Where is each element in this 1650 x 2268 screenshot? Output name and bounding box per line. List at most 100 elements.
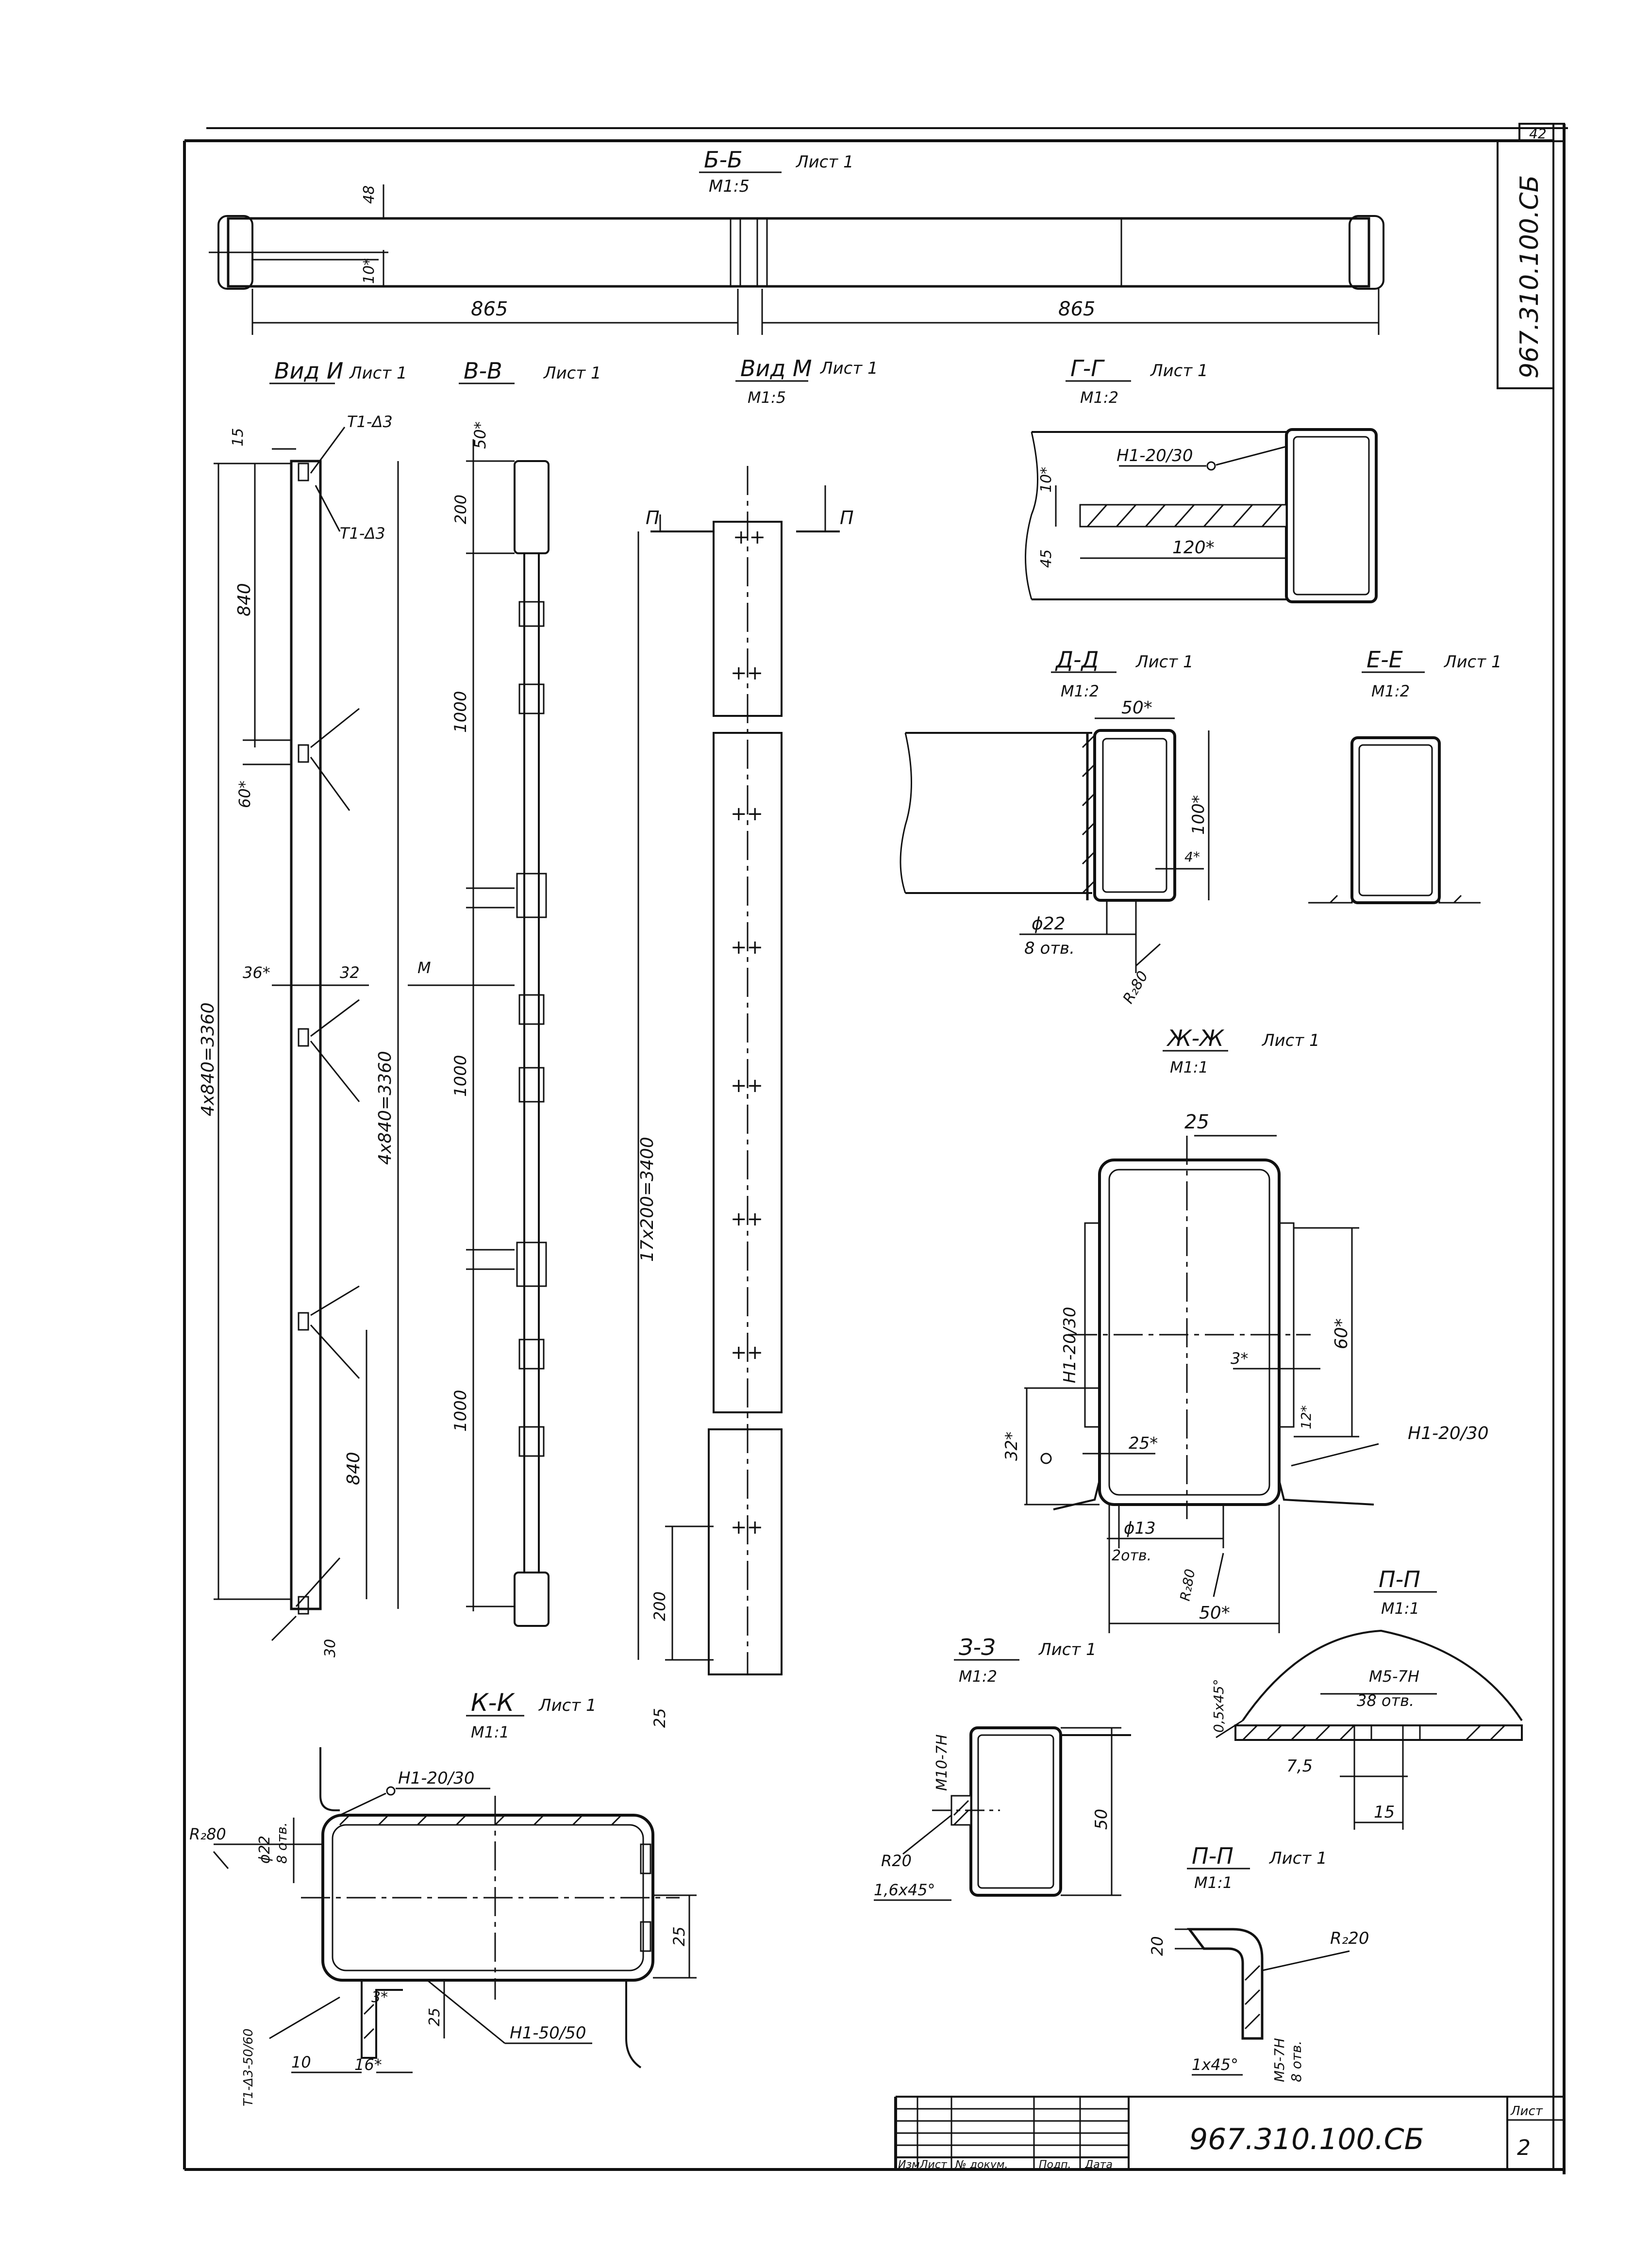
view-title: З-З <box>959 1634 996 1660</box>
radius: R₂20 <box>1330 1929 1369 1948</box>
title-block: Изм Лист № докум. Подп. Дата 967.310.100… <box>894 2096 1564 2171</box>
view-title: Д-Д <box>1055 646 1099 673</box>
view-vid-m: Вид М Лист 1 М1:5 П П ++ ++ ++ ++ ++ ++ … <box>637 355 878 1728</box>
dim-4: 4* <box>1184 849 1200 865</box>
hole-mark: ++ <box>731 662 763 684</box>
dim-10: 10* <box>1038 467 1055 493</box>
view-scale: М1:2 <box>1080 388 1118 407</box>
cut-p-left: П <box>646 507 660 529</box>
dim-15: 15 <box>230 428 247 447</box>
view-title: Б-Б <box>704 147 743 173</box>
corner-number: 42 <box>1529 126 1547 142</box>
section-gg: Г-Г Лист 1 М1:2 Н1-20/30 10* 45 120* <box>1025 355 1378 603</box>
dim-1000b: 1000 <box>451 1055 470 1097</box>
arrow-m: М <box>417 959 431 977</box>
dim-total: 4х840=3360 <box>198 1002 218 1116</box>
weld-note: Н1-20/30 <box>1117 446 1193 465</box>
view-title: Ж-Ж <box>1166 1025 1225 1051</box>
hole-mark: ++ <box>731 1516 763 1539</box>
hole-mark: ++ <box>731 1208 763 1230</box>
dim-1000c: 1000 <box>451 1390 470 1432</box>
dim-840b: 840 <box>344 1452 364 1485</box>
sheet-frame: 42 967.310.100.СБ <box>183 123 1568 2174</box>
weld-t1-d3-a: Т1-Δ3 <box>347 413 393 431</box>
dim-865-right: 865 <box>1058 298 1095 320</box>
dim-200: 200 <box>451 495 470 524</box>
weld-left: Т1-Δ3-50/60 <box>241 2029 256 2106</box>
dim-50: 50* <box>1121 698 1152 718</box>
dim-32: 32 <box>340 963 360 982</box>
col-list: Лист <box>919 2159 948 2171</box>
dim-36: 36* <box>243 963 270 982</box>
dim-total: 17х200=3400 <box>637 1137 657 1262</box>
radius: R₂80 <box>1120 968 1152 1007</box>
view-scale: М1:2 <box>1371 682 1410 700</box>
dim-48: 48 <box>361 185 378 204</box>
weld-right: Н1-20/30 <box>1408 1424 1489 1443</box>
radius: R20 <box>881 1852 912 1870</box>
col-docnum: № докум. <box>955 2159 1008 2171</box>
dim-25: 25 <box>650 1708 669 1728</box>
dim-10: 10 <box>291 2053 311 2071</box>
view-sheet: Лист 1 <box>1261 1031 1320 1050</box>
view-scale: М1:5 <box>748 388 786 407</box>
chamfer: 1х45° <box>1192 2055 1238 2074</box>
section-pp-2: П-П Лист 1 М1:1 20 R₂20 М5-7Н 8 отв. 1х4… <box>1148 1843 1369 2082</box>
sheet-number: 2 <box>1517 2136 1531 2160</box>
view-sheet: Лист 1 <box>349 364 407 383</box>
dim-45: 45 <box>1038 549 1055 568</box>
dim-3: 3* <box>371 1989 388 2006</box>
dim-50: 50* <box>1199 1603 1230 1623</box>
thread: М10-7Н <box>933 1734 950 1791</box>
view-title: Вид М <box>740 355 812 381</box>
view-scale: М1:1 <box>1170 1058 1208 1076</box>
dim-30: 30 <box>322 1639 339 1657</box>
hole-mark: ++ <box>731 1075 763 1097</box>
hole-mark: ++ <box>731 1341 763 1364</box>
dim-840a: 840 <box>234 583 254 616</box>
holes-count: 8 отв. <box>274 1822 290 1864</box>
dim-25b: 25* <box>1129 1434 1158 1453</box>
view-bb: Б-Б Лист 1 М1:5 48 10* 865 865 <box>209 147 1384 335</box>
dim-200: 200 <box>650 1591 669 1621</box>
view-vid-i: Вид И Лист 1 Т1-Δ3 Т1-Δ3 4х840=3360 840 … <box>198 358 407 1657</box>
chamfer: 0,5х45° <box>1211 1679 1227 1733</box>
view-sheet: Лист 1 <box>538 1696 597 1715</box>
col-izm: Изм <box>898 2159 920 2171</box>
col-podp: Подп. <box>1039 2159 1071 2171</box>
view-sheet: Лист 1 <box>795 152 854 172</box>
weld-bottom: Н1-50/50 <box>510 2023 586 2043</box>
dim-120: 120* <box>1172 538 1215 558</box>
thread: М5-7Н <box>1369 1667 1419 1686</box>
dim-25b: 25 <box>426 2008 443 2026</box>
dim-100: 100* <box>1189 795 1208 835</box>
view-title: Вид И <box>274 358 343 384</box>
dim-75: 7,5 <box>1286 1756 1313 1776</box>
dim-3: 3* <box>1231 1349 1248 1368</box>
view-title: В-В <box>464 358 502 384</box>
weld-left: Н1-20/30 <box>1060 1307 1080 1383</box>
view-sheet: Лист 1 <box>543 364 601 383</box>
dim-15: 15 <box>1374 1803 1395 1822</box>
cut-p-right: П <box>840 507 854 529</box>
hole-dia: ϕ22 <box>1032 914 1066 934</box>
hole-dia: ϕ13 <box>1124 1519 1156 1538</box>
hole-mark: ++ <box>731 803 763 825</box>
view-scale: М1:1 <box>1381 1599 1419 1618</box>
dim-32: 32* <box>1002 1432 1021 1461</box>
hole-mark: ++ <box>733 526 766 548</box>
dim-865-left: 865 <box>471 298 508 320</box>
dim-60: 60* <box>235 780 254 808</box>
view-sheet: Лист 1 <box>1268 1849 1327 1868</box>
view-title: П-П <box>1379 1566 1420 1592</box>
section-ee: Е-Е Лист 1 М1:2 <box>1308 646 1502 904</box>
holes-count: 8 отв. <box>1288 2040 1304 2082</box>
view-scale: М1:1 <box>471 1723 509 1741</box>
section-zhzh: Ж-Ж Лист 1 М1:1 25 60* 3* 12* Н1-20/30 Н… <box>1002 1025 1489 1633</box>
dim-10: 10* <box>361 258 378 284</box>
document-code: 967.310.100.СБ <box>1189 2122 1424 2156</box>
hole-dia: ϕ22 <box>256 1836 273 1864</box>
radius: R₂80 <box>1177 1568 1198 1602</box>
weld-t1-d3-b: Т1-Δ3 <box>340 524 385 543</box>
